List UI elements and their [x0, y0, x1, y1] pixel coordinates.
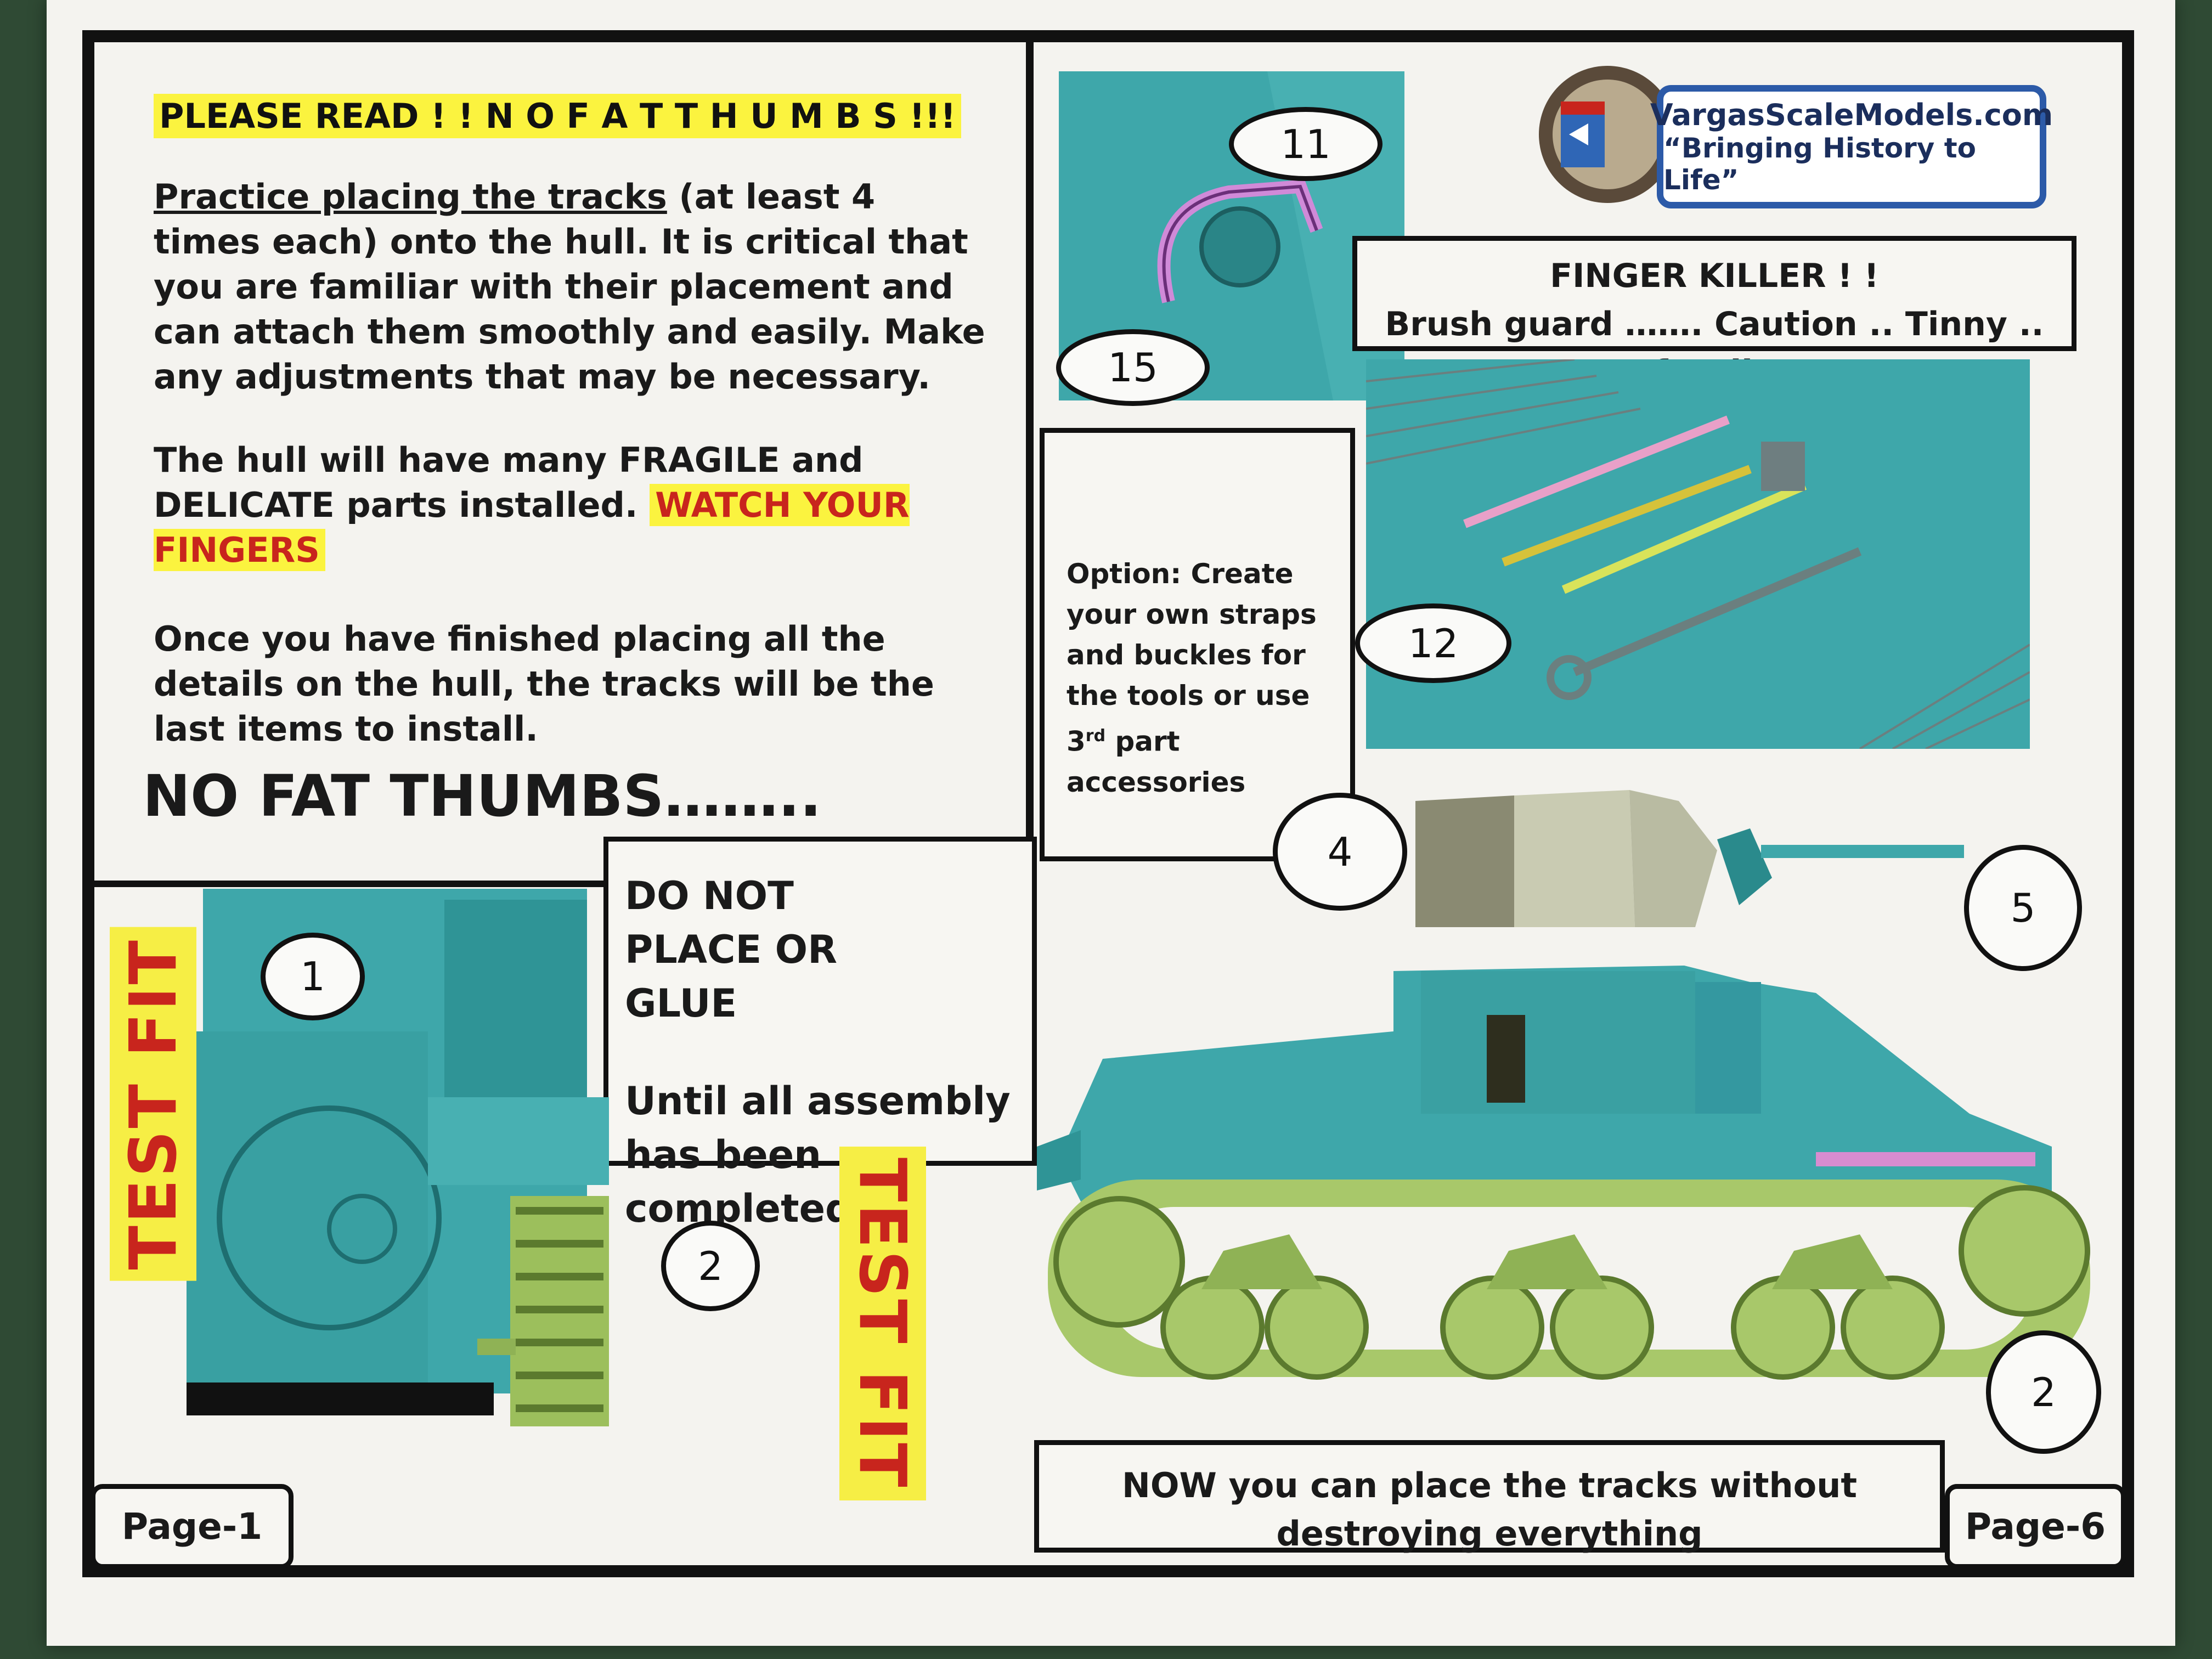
callout-11: 11: [1229, 107, 1383, 181]
center-divider: [1026, 33, 1034, 889]
option-text-a: Option: Create your own straps and buckl…: [1066, 558, 1317, 758]
please-read-heading: PLEASE READ ! ! N O F A T T H U M B S !!…: [154, 94, 962, 138]
test-fit-left-text: TEST FIT: [110, 927, 196, 1281]
hull-closeup-image: [187, 889, 609, 1426]
test-fit-left-label: TEST FIT: [110, 927, 196, 1281]
callout-12: 12: [1355, 603, 1511, 683]
logo-tagline: “Bringing History to Life”: [1663, 132, 1976, 196]
callout-4: 4: [1273, 793, 1407, 911]
page-1-label: Page-1: [91, 1484, 294, 1569]
company-seal-logo: [1536, 63, 1788, 211]
practice-underlined: Practice placing the tracks: [154, 177, 667, 217]
left-text-block: PLEASE READ ! ! N O F A T T H U M B S !!…: [154, 94, 988, 752]
test-fit-right-label: TEST FIT: [839, 1147, 926, 1500]
tools-detail-image: [1365, 358, 2031, 750]
option-text-b: part accessories: [1066, 725, 1246, 798]
tank-side-view-image: [1037, 949, 2112, 1421]
do-not-place-text: DO NOT PLACE OR GLUE: [625, 873, 838, 1026]
finger-killer-box: FINGER KILLER ! ! Brush guard ……. Cautio…: [1352, 236, 2076, 392]
practice-rest: (at least 4 times each) onto the hull. I…: [154, 177, 985, 397]
callout-5: 5: [1964, 845, 2082, 971]
callout-15: 15: [1056, 329, 1210, 406]
do-not-place-box: DO NOT PLACE OR GLUE Until all assembly …: [603, 837, 1037, 1231]
until-assembly-text: Until all assembly has been completed: [625, 1079, 1011, 1231]
logo-text-box: VargasScaleModels.com “Bringing History …: [1650, 85, 2053, 208]
bottom-note-box: NOW you can place the tracks without des…: [1034, 1440, 1945, 1554]
callout-1: 1: [261, 933, 365, 1020]
finish-paragraph: Once you have finished placing all the d…: [154, 619, 934, 749]
page-6-label: Page-6: [1945, 1484, 2126, 1569]
page-frame: [82, 30, 2134, 1577]
turret-gun-image: [1410, 790, 1964, 933]
no-fat-thumbs-big: NO FAT THUMBS……..: [143, 763, 822, 830]
logo-site-name: VargasScaleModels.com: [1650, 98, 2053, 132]
option-sup: rd: [1085, 726, 1106, 746]
fragile-paragraph: The hull will have many FRAGILE and DELI…: [154, 438, 988, 573]
option-box: Option: Create your own straps and buckl…: [1040, 428, 1355, 861]
test-fit-right-text: TEST FIT: [839, 1147, 926, 1500]
fragile-text: The hull will have many FRAGILE and DELI…: [154, 440, 864, 525]
left-h-divider: [88, 881, 609, 887]
callout-2-right: 2: [1986, 1330, 2101, 1454]
callout-2-left: 2: [661, 1221, 760, 1311]
practice-paragraph: Practice placing the tracks (at least 4 …: [154, 174, 988, 399]
finger-killer-title: FINGER KILLER ! !: [1550, 257, 1879, 295]
